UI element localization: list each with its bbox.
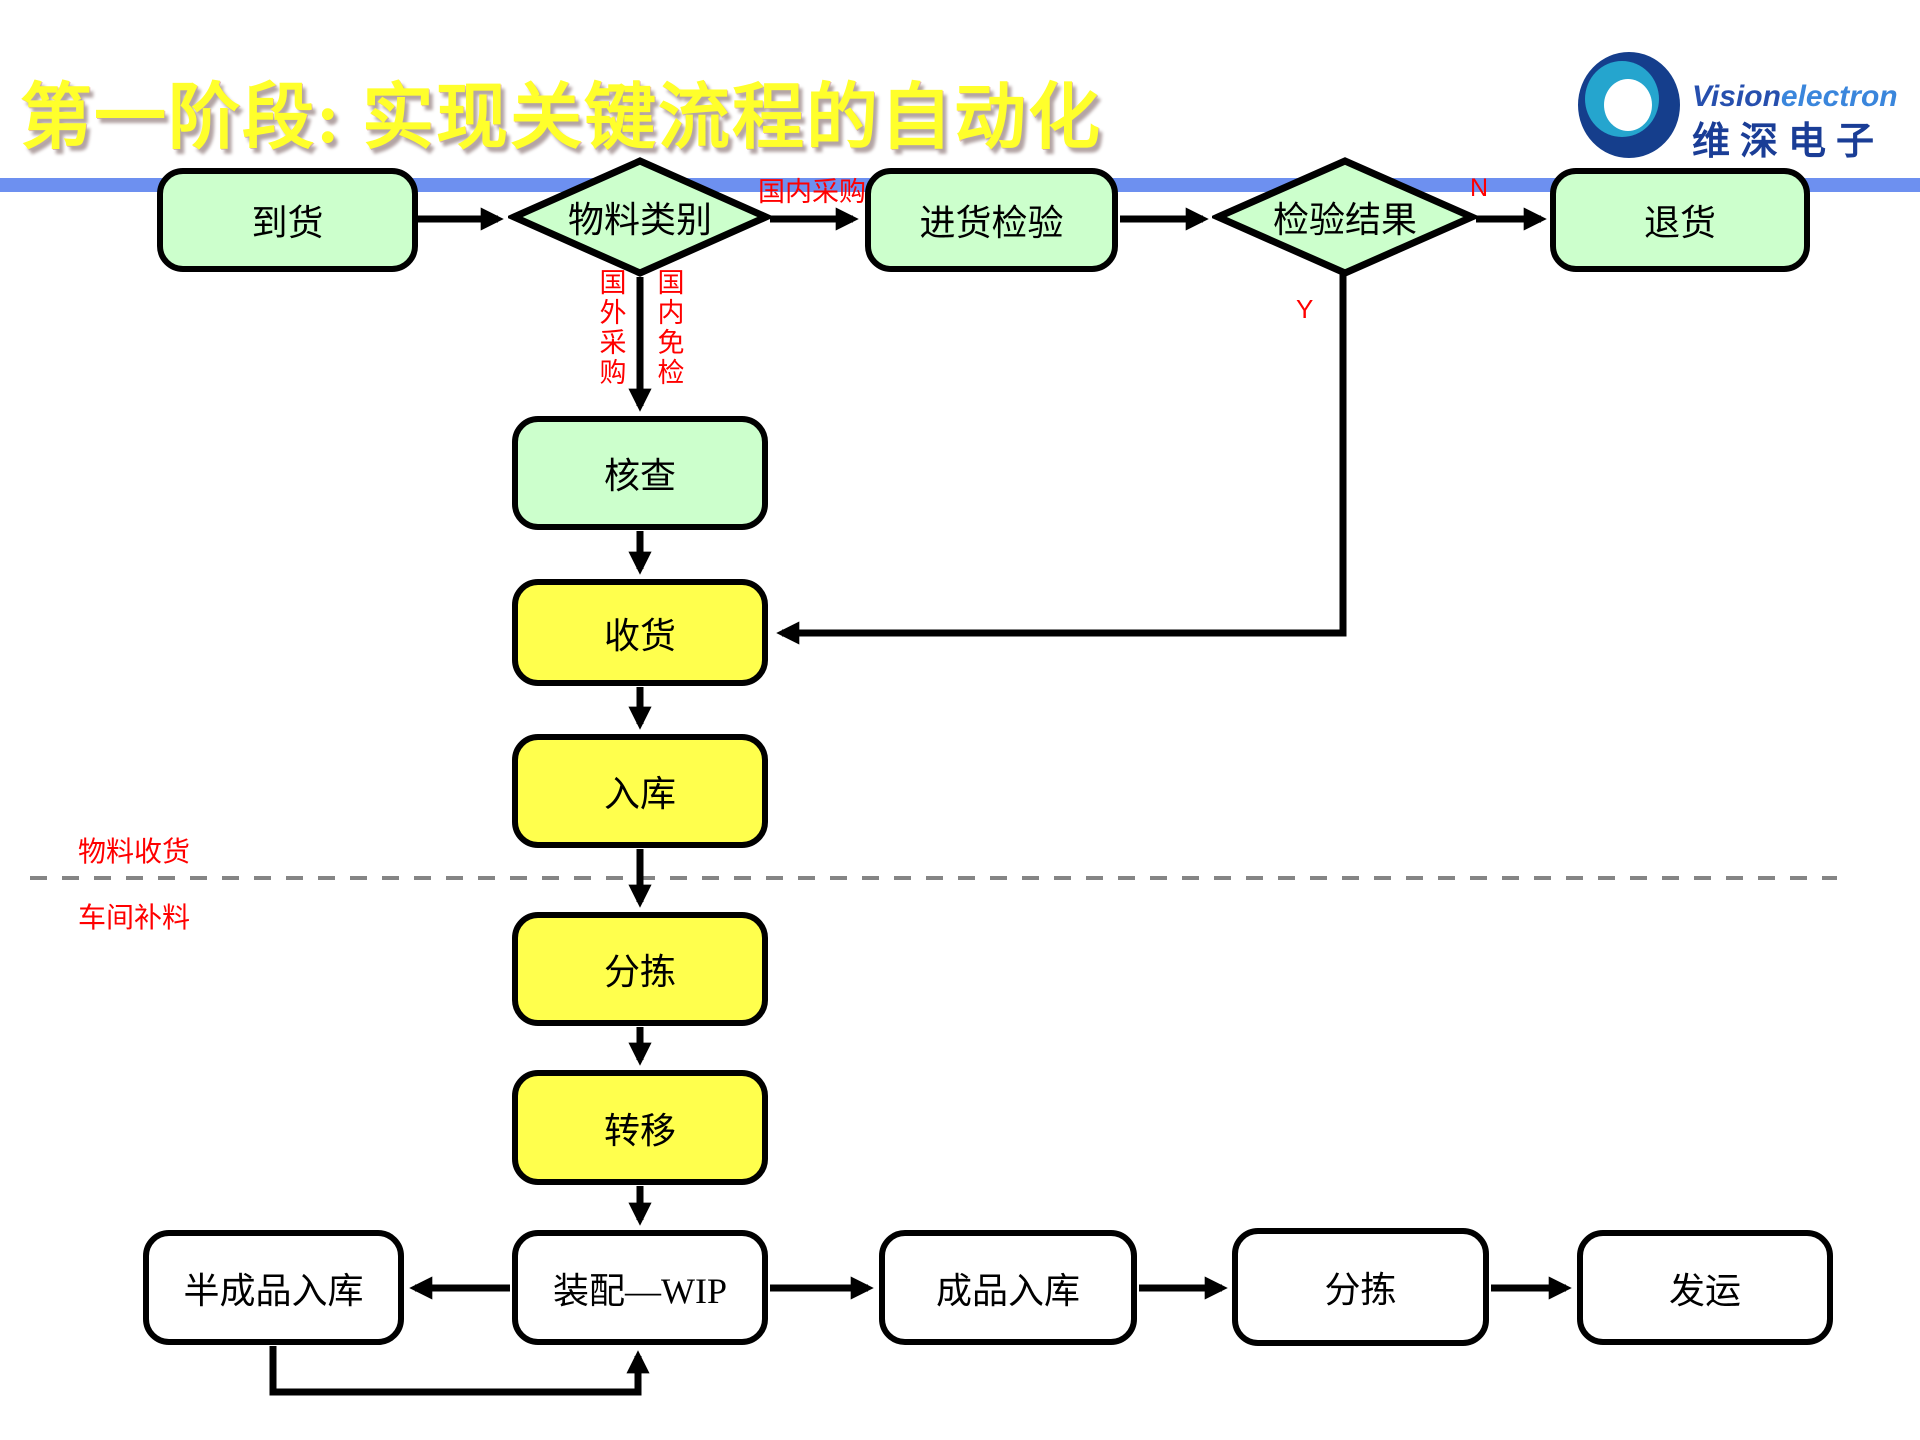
node-wuliao-leibie-label: 物料类别 — [567, 200, 712, 240]
node-ruku: 入库 — [512, 734, 768, 848]
node-zhuangpei-wip: 装配—WIP — [512, 1230, 768, 1345]
logo-swoosh-hole — [1604, 79, 1652, 131]
edge-label-guowai-caigou: 国外采购 — [599, 268, 627, 388]
node-hecha: 核查 — [512, 416, 768, 530]
node-bancheng-ruku: 半成品入库 — [143, 1230, 404, 1345]
node-jianyan-jieguo-label: 检验结果 — [1272, 200, 1417, 240]
logo-brand-en-part1: Vision — [1692, 80, 1781, 113]
node-chengpin-ruku-label: 成品入库 — [935, 1270, 1080, 1311]
logo-brand-cn: 维深电子 — [1692, 121, 1885, 163]
logo-brand-en-part2: electron — [1780, 80, 1898, 113]
logo-swoosh-icon — [1578, 52, 1680, 158]
edge-label-guonei-caigou: 国内采购 — [758, 177, 866, 207]
diamond-shape — [1212, 157, 1478, 277]
diamond-shape — [508, 157, 772, 277]
edge-label-guonei-mianjian: 国内免检 — [657, 268, 685, 388]
node-wuliao-leibie: 物料类别 — [508, 155, 772, 279]
node-fayun: 发运 — [1577, 1230, 1833, 1345]
node-tuihuo: 退货 — [1550, 168, 1810, 272]
node-daohuo: 到货 — [157, 168, 418, 272]
edge-label-y: Y — [1296, 294, 1314, 324]
node-shouhuo-label: 收货 — [603, 615, 676, 656]
node-chengpin-ruku: 成品入库 — [879, 1230, 1137, 1345]
node-zhuanyi: 转移 — [512, 1070, 768, 1185]
node-jianyan-jieguo: 检验结果 — [1212, 155, 1478, 279]
node-fenjian-2: 分拣 — [1232, 1228, 1489, 1346]
node-daohuo-label: 到货 — [251, 203, 324, 243]
node-fayun-label: 发运 — [1668, 1270, 1741, 1311]
node-jinhuo-jianyan: 进货检验 — [865, 168, 1118, 272]
lane-label-chejian-buliao: 车间补料 — [78, 903, 191, 934]
edge-label-n: N — [1470, 174, 1489, 202]
company-logo: Visionelectron 维深电子 — [1570, 46, 1920, 166]
node-fenjian-2-label: 分拣 — [1324, 1270, 1397, 1310]
node-tuihuo-label: 退货 — [1643, 203, 1716, 243]
node-jinhuo-jianyan-label: 进货检验 — [919, 203, 1064, 243]
logo-brand-en: Visionelectron — [1692, 80, 1898, 114]
node-fenjian-1-label: 分拣 — [603, 952, 676, 992]
node-zhuanyi-label: 转移 — [603, 1110, 676, 1151]
node-bancheng-ruku-label: 半成品入库 — [183, 1270, 364, 1311]
node-fenjian-1: 分拣 — [512, 912, 768, 1026]
node-ruku-label: 入库 — [603, 774, 676, 814]
node-zhuangpei-wip-label: 装配—WIP — [553, 1270, 727, 1311]
edge-jieguo-shouhuo-elbow — [776, 274, 1347, 645]
node-hecha-label: 核查 — [603, 456, 676, 496]
edge-bancheng-zhuangpei-loop — [269, 1346, 650, 1396]
node-shouhuo: 收货 — [512, 579, 768, 686]
lane-label-wuliao-shouhuo: 物料收货 — [78, 837, 191, 868]
slide-title: 第一阶段: 实现关键流程的自动化 — [20, 78, 1102, 158]
